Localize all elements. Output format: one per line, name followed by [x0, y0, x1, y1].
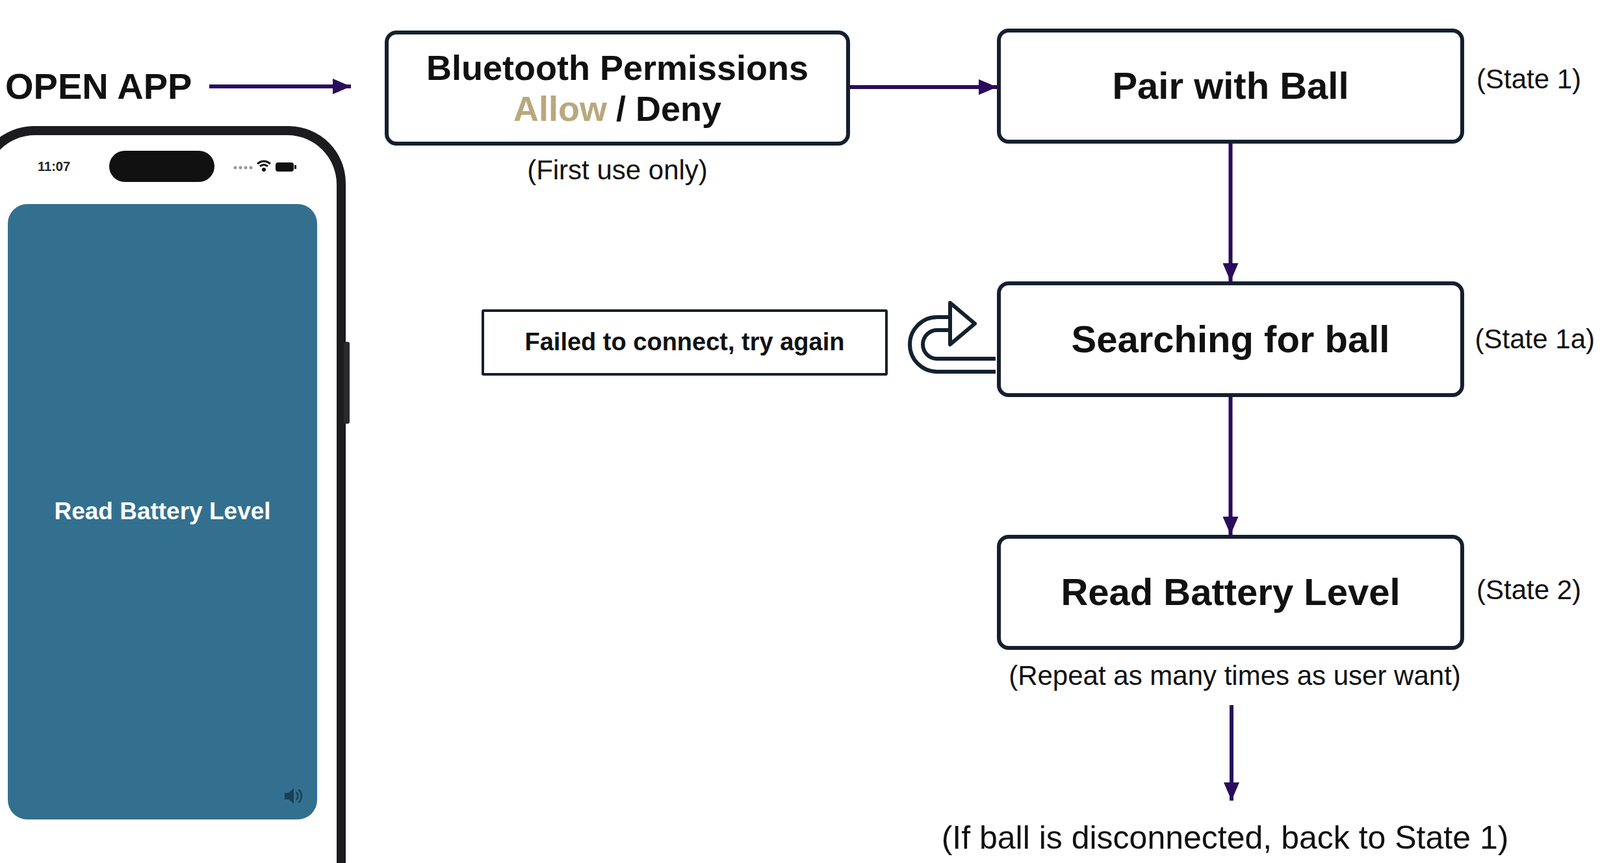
- flow-arrow: [1228, 397, 1233, 535]
- permission-box: Bluetooth PermissionsAllow/ Deny: [384, 30, 851, 146]
- phone-illustration: [0, 126, 350, 863]
- box-text: Allow: [513, 89, 607, 129]
- note-label: (Repeat as many times as user want): [1008, 660, 1461, 692]
- state-box: Pair with Ball: [996, 28, 1465, 144]
- text-row: Read Battery Level: [53, 497, 271, 526]
- box-text: Read Battery Level: [53, 497, 271, 525]
- note-label: (First use only): [527, 154, 708, 186]
- text-row: Searching for ball: [1071, 317, 1391, 362]
- flow-arrow: [1228, 143, 1233, 282]
- box-text: Bluetooth Permissions: [426, 48, 809, 88]
- box-text: Read Battery Level: [1060, 570, 1400, 613]
- start-arrow: [209, 84, 351, 89]
- text-row: Bluetooth Permissions: [426, 47, 809, 88]
- state-box: Searching for ball: [996, 281, 1465, 398]
- state-label: (State 1): [1476, 63, 1582, 95]
- clock-label: 11:07: [37, 159, 71, 175]
- state-box: Read Battery Level: [996, 534, 1465, 650]
- start-label: OPEN APP: [5, 65, 192, 108]
- box-text: Searching for ball: [1071, 317, 1391, 361]
- box-text: Failed to connect, try again: [525, 328, 845, 356]
- text-row: Pair with Ball: [1111, 64, 1349, 108]
- text-row: Allow/ Deny: [513, 88, 722, 129]
- flow-arrow: [850, 85, 997, 90]
- retry-icon: [916, 302, 996, 366]
- text-row: Read Battery Level: [1060, 570, 1400, 615]
- return-arrow: [1229, 705, 1234, 801]
- state-label: (State 2): [1476, 574, 1582, 606]
- phone-screen: Read Battery Level: [7, 204, 318, 820]
- text-row: Failed to connect, try again: [525, 328, 845, 357]
- state-label: (State 1a): [1475, 323, 1595, 355]
- error-box: Failed to connect, try again: [481, 309, 888, 376]
- note-label: (If ball is disconnected, back to State …: [941, 819, 1510, 858]
- box-text: Pair with Ball: [1111, 64, 1349, 107]
- box-text: / Deny: [616, 89, 722, 129]
